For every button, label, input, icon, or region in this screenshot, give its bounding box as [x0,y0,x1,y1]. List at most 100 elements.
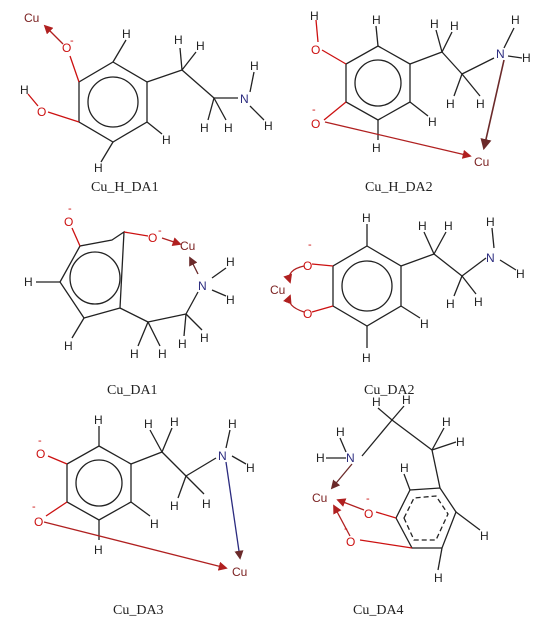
caption-cu-da3: Cu_DA3 [113,603,164,618]
nitrogen-atom: N [218,449,227,463]
oxygen-atom: O [364,507,373,521]
nitrogen-atom: N [486,251,495,265]
oxygen-atom: O [64,215,73,229]
hydrogen-atom: H [94,413,103,427]
caption-cu-da4: Cu_DA4 [353,603,404,618]
hydrogen-atom: H [430,17,439,31]
hydrogen-atom: H [420,317,429,331]
molecule-cu-da2 [283,224,517,348]
hydrogen-atom: H [474,295,483,309]
negative-charge: - [68,203,72,215]
hydrogen-atom: H [94,161,103,175]
oxygen-atom: O [62,41,71,55]
hydrogen-atom: H [511,13,520,27]
hydrogen-atom: H [122,27,131,41]
hydrogen-atom: H [130,347,139,361]
negative-charge: - [70,35,74,47]
benzene-ring [332,245,402,327]
copper-atom: Cu [24,11,39,25]
hydrogen-atom: H [170,415,179,429]
hydrogen-atom: H [522,51,531,65]
hydrogen-atom: H [264,119,273,133]
negative-charge: - [308,239,312,251]
copper-atom: Cu [232,565,247,579]
oxygen-atom: O [311,43,320,57]
hydrogen-atom: H [200,121,209,135]
aromatic-circle [354,59,402,107]
hydrogen-atom: H [446,297,455,311]
hydrogen-atom: H [174,33,183,47]
hydrogen-atom: H [150,517,159,531]
caption-cu-da2: Cu_DA2 [364,383,415,398]
copper-atom: Cu [270,283,285,297]
hydrogen-atom: H [310,9,319,23]
oxygen-atom: O [303,307,312,321]
hydrogen-atom: H [224,121,233,135]
benzene-ring [78,61,148,143]
molecule-cu-h-da1 [27,24,265,163]
hydrogen-atom: H [400,461,409,475]
hydrogen-atom: H [246,461,255,475]
hydrogen-atom: H [228,417,237,431]
negative-charge: - [38,435,42,447]
hydrogen-atom: H [24,275,33,289]
oxygen-atom: O [346,535,355,549]
hydrogen-atom: H [64,339,73,353]
hydrogen-atom: H [226,293,235,307]
oxygen-atom: O [36,447,45,461]
delocalized-ring [403,495,449,541]
hydrogen-atom: H [94,543,103,557]
hydrogen-atom: H [480,529,489,543]
aromatic-circle [69,251,121,305]
hydrogen-atom: H [516,267,525,281]
hydrogen-atom: H [456,435,465,449]
nitrogen-atom: N [198,279,207,293]
nitrogen-atom: N [346,451,355,465]
caption-cu-h-da1: Cu_H_DA1 [91,180,159,195]
oxygen-atom: O [148,231,157,245]
hydrogen-atom: H [202,497,211,511]
negative-charge: - [312,104,316,116]
hydrogen-atom: H [450,19,459,33]
caption-cu-h-da2: Cu_H_DA2 [365,180,433,195]
hydrogen-atom: H [178,337,187,351]
aromatic-circle [87,76,139,128]
molecule-cu-da3 [43,426,247,571]
hydrogen-atom: H [444,219,453,233]
hydrogen-atom: H [362,211,371,225]
negative-charge: - [366,493,370,505]
aromatic-circle [341,260,393,312]
hydrogen-atom: H [226,255,235,269]
molecule-cu-h-da2 [315,19,523,159]
hydrogen-atom: H [144,417,153,431]
atoms-cu-h-da2: H O O - H H H H H H H N H H Cu [310,9,531,169]
hydrogen-atom: H [200,331,209,345]
oxygen-atom: O [311,117,320,131]
atoms-cu-da2: - O O Cu H H H H H H H N H H [270,211,525,365]
hydrogen-atom: H [162,133,171,147]
copper-atom: Cu [312,491,327,505]
oxygen-atom: O [37,105,46,119]
molecule-cu-da4 [326,405,481,571]
hydrogen-atom: H [434,571,443,585]
hydrogen-atom: H [196,39,205,53]
nitrogen-atom: N [496,47,505,61]
atoms-cu-da1: - O O - Cu N H H H H H H H H [24,203,235,361]
hydrogen-atom: H [372,13,381,27]
hydrogen-atom: H [170,499,179,513]
atoms-cu-da4: H H N H H H H H H H Cu O - O - [312,393,489,585]
hydrogen-atom: H [402,393,411,407]
atoms-cu-da3: - O O - H H H H H H H N H H Cu [32,413,255,579]
hydrogen-atom: H [446,97,455,111]
hydrogen-atom: H [418,219,427,233]
negative-charge: - [158,225,162,237]
hydrogen-atom: H [336,425,345,439]
hydrogen-atom: H [250,59,259,73]
oxygen-atom: O [34,515,43,529]
hydrogen-atom: H [372,395,381,409]
hydrogen-atom: H [442,415,451,429]
hydrogen-atom: H [158,347,167,361]
hydrogen-atom: H [316,451,325,465]
caption-cu-da1: Cu_DA1 [107,383,158,398]
hydrogen-atom: H [20,83,29,97]
